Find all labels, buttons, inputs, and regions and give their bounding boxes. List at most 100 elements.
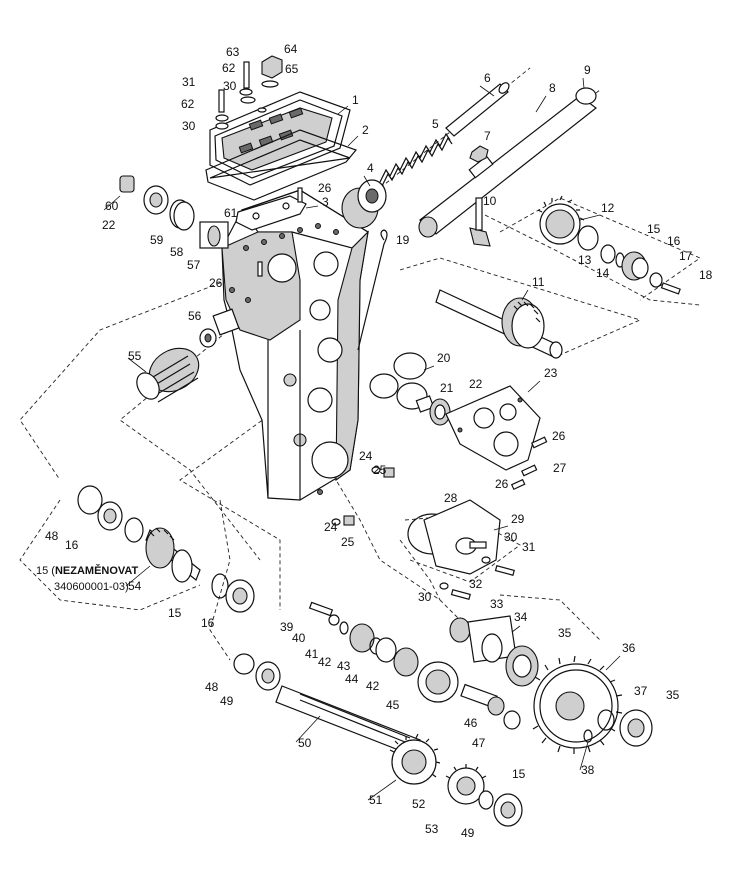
callout-19: 19	[396, 233, 410, 247]
seal-56	[199, 328, 217, 348]
callout-62b: 62	[181, 97, 195, 111]
callout-11: 11	[532, 275, 545, 289]
replacement-note: 15 (NEZAMĚNOVAT 340600001-03)	[36, 564, 139, 593]
pump-cover-29	[407, 499, 501, 575]
callout-49b: 49	[461, 826, 475, 840]
callout-26b: 26	[495, 477, 509, 491]
callout-30c: 30	[182, 119, 196, 133]
callout-12: 12	[601, 201, 615, 215]
callout-35b: 35	[666, 688, 680, 702]
callout-36: 36	[622, 641, 636, 655]
callout-2: 2	[362, 123, 369, 137]
gear-stack-39-45	[308, 601, 459, 703]
callout-32: 32	[469, 577, 483, 591]
callout-24a: 24	[359, 449, 373, 463]
callout-50: 50	[298, 736, 312, 750]
callout-14: 14	[596, 266, 610, 280]
callout-49a: 49	[220, 694, 234, 708]
callout-33: 33	[490, 597, 504, 611]
bearing-parts-13-18	[600, 244, 681, 295]
bushing-33-34-35	[449, 615, 539, 687]
note-line-1: 15 (NEZAMĚNOVAT	[36, 564, 139, 577]
callout-44: 44	[345, 672, 359, 686]
callout-64: 64	[284, 42, 298, 56]
callout-53: 53	[425, 822, 439, 836]
callout-48b: 48	[205, 680, 219, 694]
bolts-30-31-32	[439, 556, 515, 600]
callout-39: 39	[280, 620, 294, 634]
callout-45: 45	[386, 698, 400, 712]
callout-26c: 26	[318, 181, 332, 195]
shaft-11	[435, 289, 563, 359]
callout-52: 52	[412, 797, 426, 811]
callout-59: 59	[150, 233, 164, 247]
callout-22b: 22	[102, 218, 116, 232]
callout-18: 18	[699, 268, 713, 282]
callout-37: 37	[634, 684, 648, 698]
gear-12	[537, 195, 599, 251]
callout-62a: 62	[222, 61, 236, 75]
main-housing	[212, 189, 369, 501]
callout-3: 3	[322, 195, 329, 209]
o-rings-20	[369, 352, 428, 410]
callout-57: 57	[187, 258, 201, 272]
callout-54: 54	[128, 579, 142, 593]
callout-15c: 15	[512, 767, 526, 781]
callout-63: 63	[226, 45, 240, 59]
callout-13: 13	[578, 253, 592, 267]
leader-lines	[103, 77, 621, 801]
housing-bolt-holes	[229, 223, 339, 495]
callout-38: 38	[581, 763, 595, 777]
callout-9: 9	[584, 63, 591, 77]
bolt-24-25	[331, 466, 395, 526]
callout-5: 5	[432, 117, 439, 131]
note-prefix: 15 (	[36, 565, 55, 577]
nut-7	[469, 145, 489, 163]
bushing-4	[341, 179, 387, 229]
left-bearings	[119, 175, 229, 249]
sleeve-21-22	[415, 395, 451, 426]
callout-42a: 42	[318, 655, 332, 669]
gear-36	[532, 655, 623, 754]
callout-43: 43	[337, 659, 351, 673]
top-cover-plate	[205, 91, 358, 201]
callout-26a: 26	[552, 429, 566, 443]
callout-29: 29	[511, 512, 525, 526]
callout-16a: 16	[667, 234, 681, 248]
callout-31a: 31	[522, 540, 536, 554]
callout-20: 20	[437, 351, 451, 365]
callout-1: 1	[352, 93, 359, 107]
callout-16c: 16	[65, 538, 79, 552]
gears-51-53	[389, 733, 523, 827]
callout-21: 21	[440, 381, 454, 395]
callout-10: 10	[483, 194, 497, 208]
callout-30a: 30	[504, 530, 518, 544]
callout-41: 41	[305, 647, 319, 661]
top-fasteners	[215, 55, 283, 130]
note-line-2: 340600001-03)	[54, 581, 129, 593]
callout-31b: 31	[182, 75, 196, 89]
callout-35a: 35	[558, 626, 572, 640]
callout-61: 61	[224, 206, 238, 220]
callout-15b: 15	[168, 606, 182, 620]
fork-10	[469, 197, 491, 247]
callout-48a: 48	[45, 529, 59, 543]
shaft-54	[77, 485, 255, 613]
callout-17: 17	[679, 249, 693, 263]
callout-24b: 24	[324, 520, 338, 534]
pin-46-47	[460, 683, 521, 730]
callout-22a: 22	[469, 377, 483, 391]
bracket-61	[235, 195, 307, 231]
callout-51: 51	[369, 793, 383, 807]
callout-27: 27	[553, 461, 567, 475]
callout-4: 4	[367, 161, 374, 175]
callout-65: 65	[285, 62, 299, 76]
callout-30d: 30	[223, 79, 237, 93]
callout-28: 28	[444, 491, 458, 505]
callout-55: 55	[128, 349, 142, 363]
callout-47: 47	[472, 736, 486, 750]
dowel-pins	[257, 187, 303, 277]
bearing-37-35	[583, 709, 653, 747]
